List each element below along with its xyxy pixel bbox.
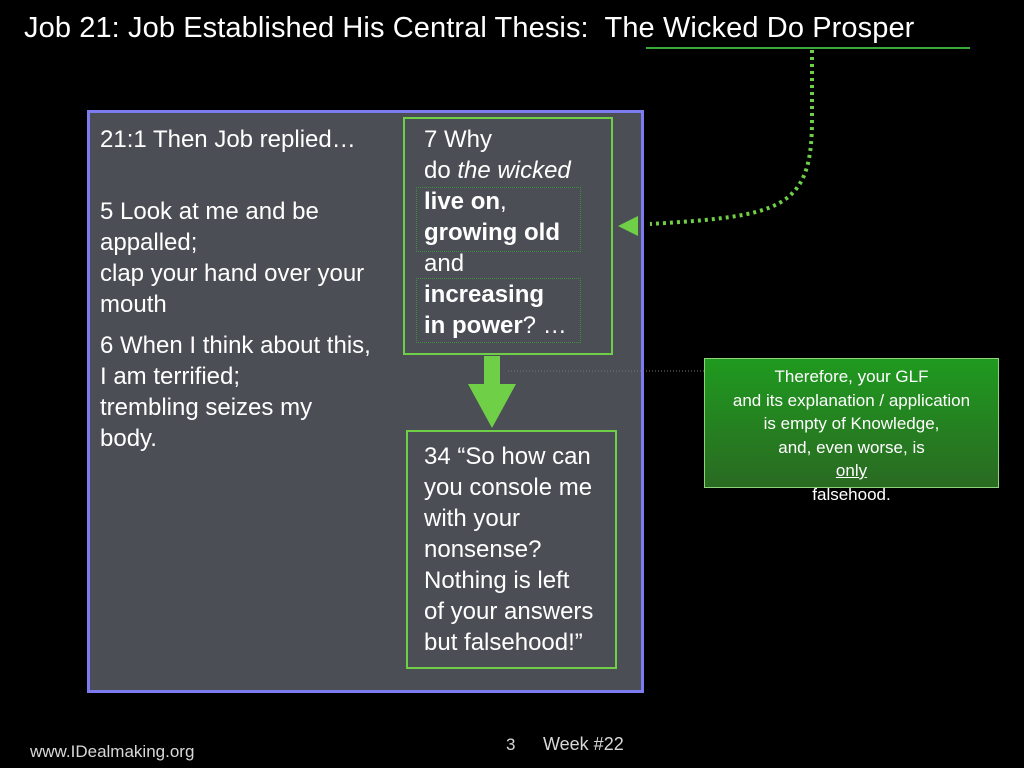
verse-5-line: mouth bbox=[100, 291, 167, 318]
verse-6-line: I am terrified; bbox=[100, 363, 241, 390]
verse-5-line: appalled; bbox=[100, 229, 198, 256]
verse-34-line: 34 “So how can bbox=[424, 443, 591, 470]
callout-line: only falsehood. bbox=[705, 459, 998, 506]
verse-6-line: trembling seizes my bbox=[100, 394, 313, 421]
footer-url: www.IDealmaking.org bbox=[30, 742, 195, 761]
verse-34-line: of your answers bbox=[424, 598, 594, 625]
verse-7-line: in power? … bbox=[424, 310, 567, 341]
live-on-highlight-box bbox=[416, 187, 581, 252]
verse-34-line: but falsehood!” bbox=[424, 629, 583, 656]
slide-title: Job 21: Job Established His Central Thes… bbox=[24, 12, 914, 45]
verse-6: 6 When I think about this, I am terrifie… bbox=[100, 330, 371, 454]
verse-7-line: do the wicked bbox=[424, 155, 571, 186]
callout-line: is empty of Knowledge, bbox=[763, 414, 940, 433]
in-power-text: in power bbox=[424, 312, 523, 339]
callout-text: falsehood. bbox=[812, 484, 891, 504]
down-arrow-icon bbox=[468, 356, 516, 428]
scripture-panel bbox=[87, 110, 644, 693]
verse-34-line: Nothing is left bbox=[424, 567, 570, 594]
callout-line: Therefore, your GLF bbox=[774, 367, 929, 386]
verse-34-box bbox=[406, 430, 617, 669]
verse-5-line: clap your hand over your bbox=[100, 260, 365, 287]
verse-6-line: 6 When I think about this, bbox=[100, 332, 371, 359]
callout-line: and its explanation / application bbox=[732, 390, 971, 410]
verse-7-line: increasing bbox=[424, 279, 544, 310]
verse-7-text: do bbox=[424, 157, 458, 184]
verse-7-line: growing old bbox=[424, 217, 560, 248]
verse-7-line: 7 Why bbox=[424, 126, 493, 153]
verse-7-box bbox=[403, 117, 613, 355]
conclusion-callout: Therefore, your GLF and its explanation … bbox=[704, 358, 999, 504]
week-label: Week #22 bbox=[543, 734, 624, 754]
growing-old-text: growing old bbox=[424, 219, 560, 246]
verse-34-line: you console me bbox=[424, 474, 593, 501]
title-underline bbox=[646, 47, 970, 49]
increasing-highlight-box bbox=[416, 278, 581, 343]
title-main: Job 21: Job Established His Central Thes… bbox=[24, 12, 589, 44]
verse-5-line: 5 Look at me and be bbox=[100, 198, 319, 225]
verse-34: 34 “So how can you console me with your … bbox=[424, 441, 593, 658]
the-wicked-text: the wicked bbox=[457, 157, 571, 184]
increasing-text: increasing bbox=[424, 281, 545, 308]
only-underlined-text: only bbox=[835, 461, 868, 480]
verse-7-text: ? … bbox=[522, 312, 567, 339]
title-highlight: The Wicked Do Prosper bbox=[604, 12, 915, 44]
page-number: 3 bbox=[506, 735, 516, 754]
callout-line: and, even worse, is bbox=[778, 437, 925, 457]
verse-7-line: live on, bbox=[424, 186, 507, 217]
verse-34-line: nonsense? bbox=[424, 536, 542, 563]
dotted-arrow-head-icon bbox=[618, 216, 638, 236]
verse-7-text: , bbox=[500, 188, 507, 215]
verse-5: 5 Look at me and be appalled; clap your … bbox=[100, 196, 364, 320]
verse-34-line: with your bbox=[424, 505, 521, 532]
dotted-curved-arrow-icon bbox=[649, 50, 814, 226]
verse-6-line: body. bbox=[100, 425, 157, 452]
verse-1: 21:1 Then Job replied… bbox=[100, 126, 356, 153]
verse-7-line: and bbox=[424, 250, 465, 277]
live-on-text: live on bbox=[424, 188, 501, 215]
